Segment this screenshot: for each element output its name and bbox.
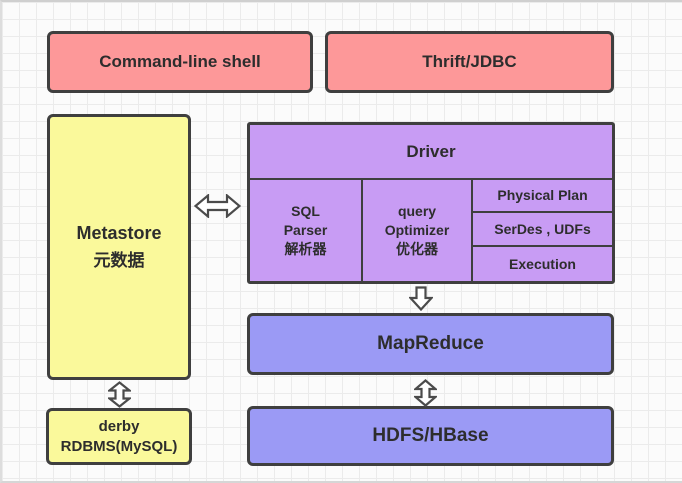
query-optimizer-line2: Optimizer [384, 222, 450, 238]
node-query-optimizer: query Optimizer 优化器 [363, 180, 473, 281]
node-hdfs-hbase: HDFS/HBase [247, 406, 614, 466]
mapreduce-hdfs-arrow-icon [412, 379, 439, 407]
node-label: MapReduce [377, 333, 484, 354]
node-label: Thrift/JDBC [422, 52, 517, 71]
driver-body: SQL Parser 解析器 query Optimizer 优化器 Physi… [250, 180, 612, 281]
node-sql-parser: SQL Parser 解析器 [250, 180, 363, 281]
driver-mapreduce-arrow-icon [408, 286, 434, 312]
derby-line1: derby [98, 417, 140, 435]
node-thrift-jdbc: Thrift/JDBC [325, 31, 614, 93]
node-command-line-shell: Command-line shell [47, 31, 313, 93]
node-driver: Driver SQL Parser 解析器 query Optimizer 优化… [247, 122, 615, 284]
node-label: Command-line shell [99, 52, 261, 71]
query-optimizer-line3: 优化器 [396, 241, 438, 257]
metastore-subtitle: 元数据 [93, 251, 145, 270]
sql-parser-line2: Parser [283, 222, 328, 238]
metastore-derby-arrow-icon [106, 381, 133, 408]
node-physical-plan: Physical Plan [473, 180, 612, 213]
node-execution: Execution [509, 255, 576, 272]
query-optimizer-line1: query [397, 203, 437, 219]
driver-title: Driver [250, 125, 612, 180]
driver-stages-column: Physical Plan SerDes , UDFs Execution [473, 180, 612, 281]
metastore-name: Metastore [76, 223, 162, 243]
node-serdes-udfs: SerDes , UDFs [473, 213, 612, 247]
node-metastore: Metastore 元数据 [47, 114, 191, 380]
sql-parser-line1: SQL [291, 203, 320, 219]
derby-line2: RDBMS(MySQL) [60, 437, 178, 455]
node-derby-rdbms: derby RDBMS(MySQL) [46, 408, 192, 465]
sql-parser-line3: 解析器 [284, 241, 327, 257]
node-mapreduce: MapReduce [247, 313, 614, 375]
metastore-driver-arrow-icon [193, 193, 242, 219]
node-label: HDFS/HBase [372, 425, 489, 446]
